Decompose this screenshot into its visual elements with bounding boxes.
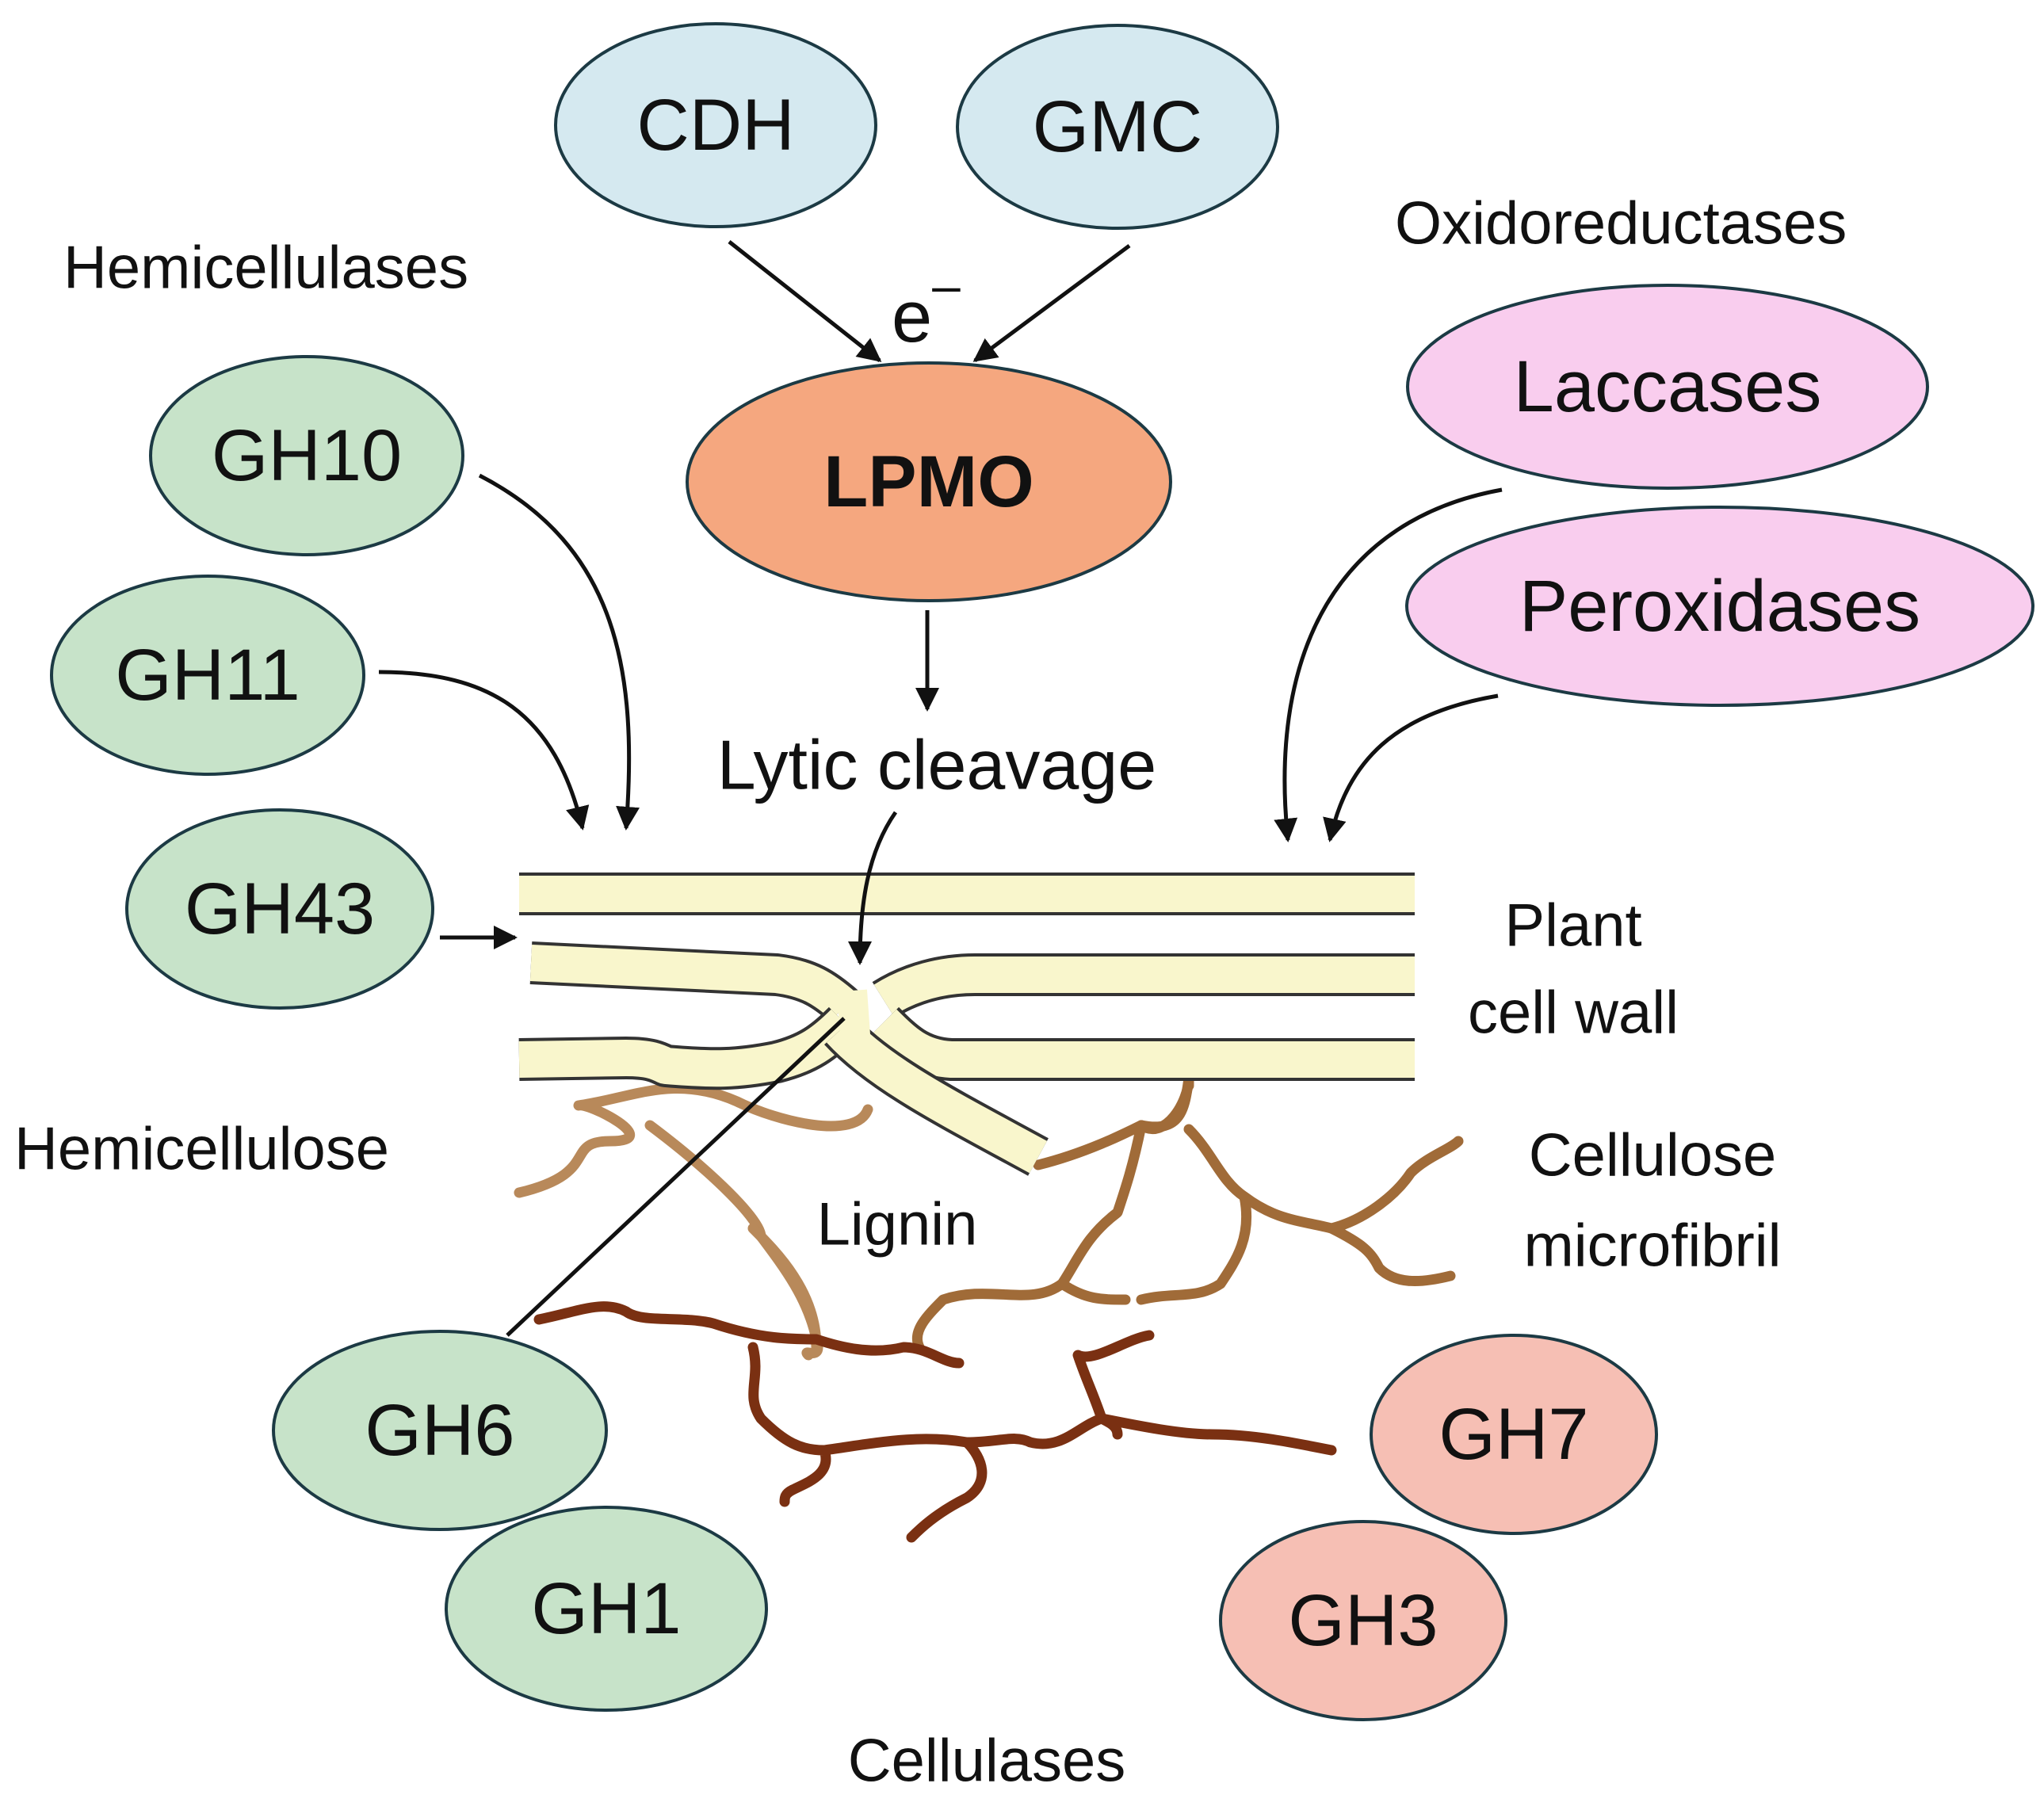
arrow-gh11 <box>378 670 590 831</box>
arrow-cleavage-to-wall <box>848 811 898 965</box>
plant-cell-wall-line1: Plant <box>1504 892 1641 960</box>
gh11-label: GH11 <box>115 635 300 716</box>
electron-superscript: – <box>932 257 961 314</box>
plant-cell-wall-line2: cell wall <box>1468 979 1679 1047</box>
cdh-node: CDH <box>554 22 877 228</box>
peroxidases-node: Peroxidases <box>1405 506 2034 707</box>
arrow-peroxidases <box>1323 693 1499 842</box>
arrows <box>378 240 1503 1337</box>
gh43-label: GH43 <box>185 869 375 949</box>
gh10-label: GH10 <box>212 415 402 496</box>
arrow-gmc-to-lpmo <box>972 243 1131 363</box>
fibril-2-left <box>529 941 858 1023</box>
cdh-label: CDH <box>636 85 794 166</box>
lytic-cleavage-label: Lytic cleavage <box>717 726 1156 804</box>
oxidoreductases-label: Oxidoreductases <box>1395 190 1847 258</box>
fibril-3-right <box>868 1006 1415 1081</box>
cellulose-microfibril-line1: Cellulose <box>1529 1122 1777 1189</box>
lignin-mid <box>911 1072 1464 1353</box>
cellulose-microfibril-line2: microfibril <box>1523 1212 1781 1280</box>
lignin-label: Lignin <box>817 1191 978 1258</box>
arrow-laccases <box>1274 487 1503 842</box>
lpmo-label: LPMO <box>823 441 1034 522</box>
laccases-node: Laccases <box>1406 284 1929 490</box>
laccases-label: Laccases <box>1514 346 1822 427</box>
hemicellulases-label: Hemicellulases <box>63 235 468 302</box>
arrow-gh10 <box>478 473 640 831</box>
arrow-cdh-to-lpmo <box>728 240 882 362</box>
gh43-node: GH43 <box>125 808 434 1010</box>
hemicellulose-label: Hemicellulose <box>14 1116 389 1183</box>
cleavage-gap <box>837 989 871 1048</box>
fibril-2-right <box>872 953 1415 1019</box>
electron-label: e– <box>892 257 961 357</box>
line-gh6-to-cleavage <box>506 1017 846 1337</box>
cellulases-label: Cellulases <box>848 1728 1126 1795</box>
gh6-label: GH6 <box>365 1390 514 1471</box>
electron-e: e <box>892 277 932 357</box>
gh7-label: GH7 <box>1438 1394 1588 1475</box>
gh1-node: GH1 <box>445 1506 768 1712</box>
lignin-light <box>514 1083 873 1361</box>
gmc-node: GMC <box>956 24 1279 230</box>
cell-wall-fibrils <box>518 873 1415 1176</box>
gh1-label: GH1 <box>531 1568 681 1649</box>
peroxidases-label: Peroxidases <box>1519 566 1920 647</box>
gh11-node: GH11 <box>50 575 365 776</box>
lignin-dark <box>533 1301 1337 1543</box>
gh6-node: GH6 <box>272 1330 608 1531</box>
gmc-label: GMC <box>1033 86 1203 167</box>
gh7-node: GH7 <box>1370 1334 1658 1535</box>
gh3-label: GH3 <box>1288 1580 1438 1661</box>
gh3-node: GH3 <box>1219 1520 1507 1721</box>
gh10-node: GH10 <box>149 355 464 556</box>
lignin-network <box>514 1072 1464 1543</box>
fibril-diagonal <box>824 1015 1049 1176</box>
lpmo-node: LPMO <box>686 361 1172 602</box>
